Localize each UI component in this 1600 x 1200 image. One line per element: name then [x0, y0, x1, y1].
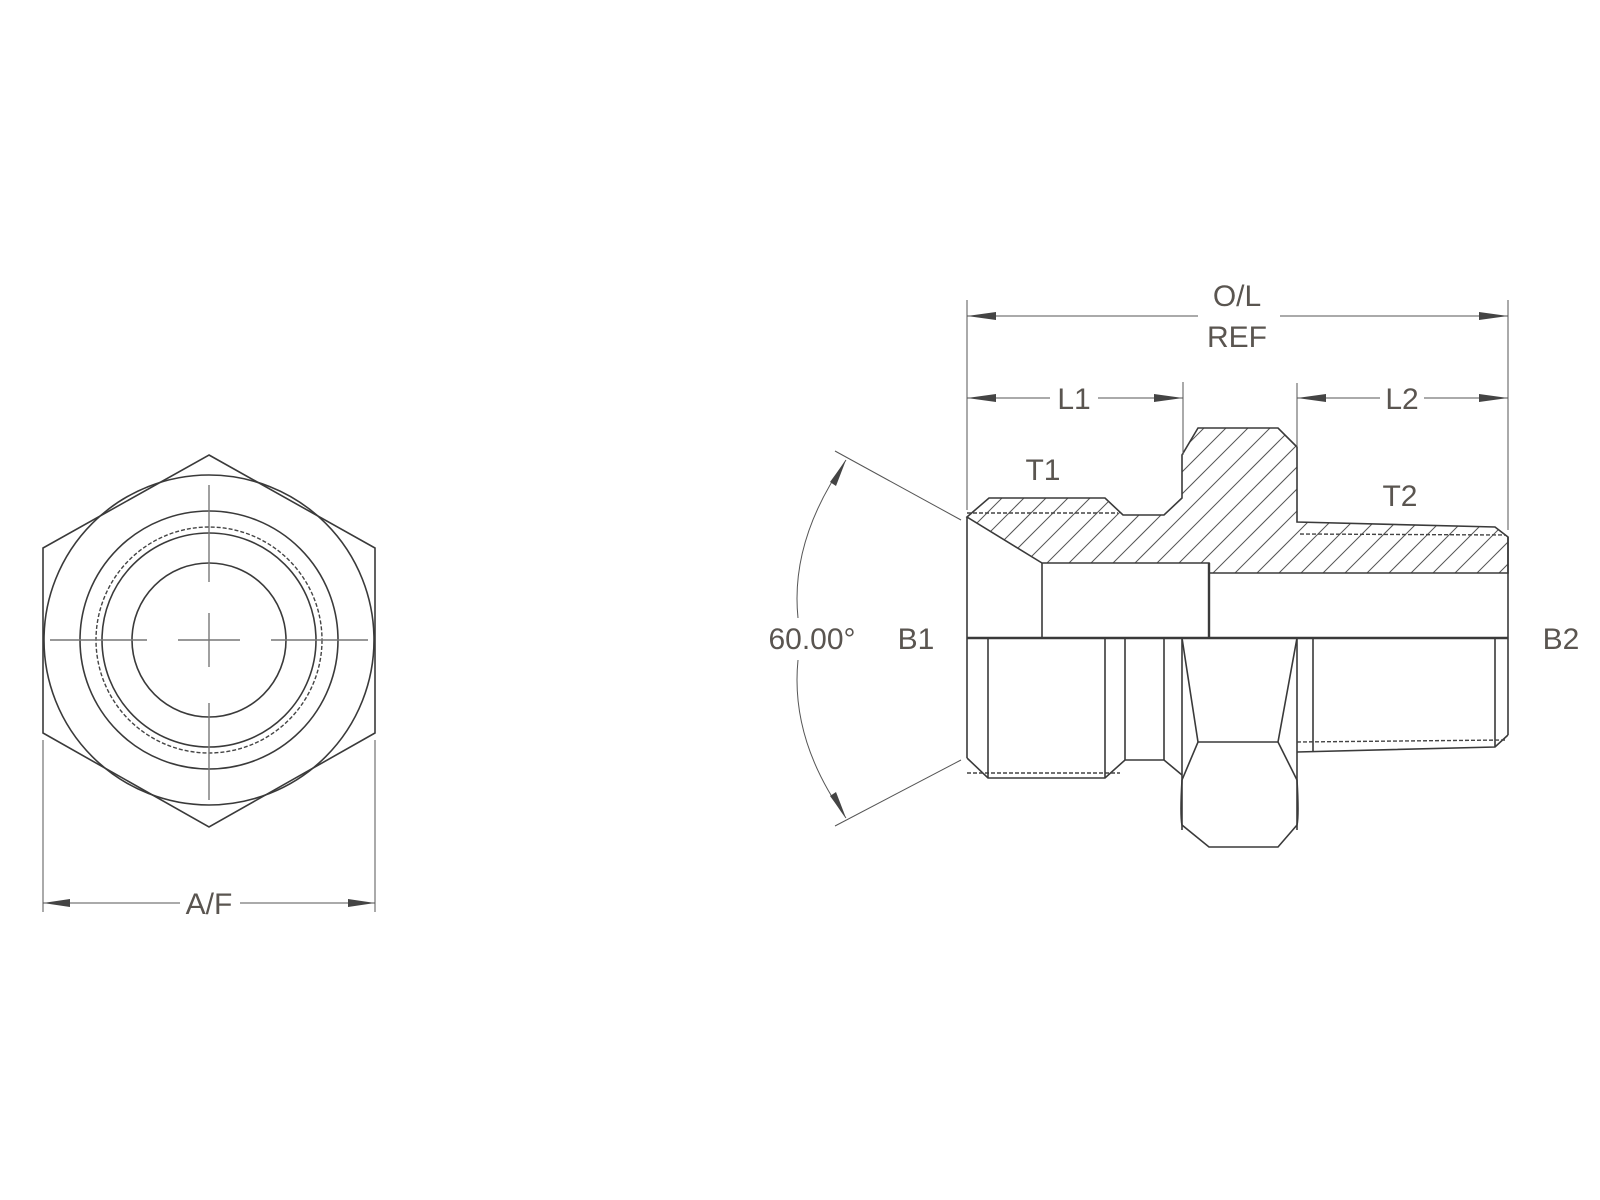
hatch-line — [1582, 400, 1600, 600]
hatch-line — [987, 428, 1189, 573]
hatch-line — [967, 428, 1123, 573]
hatch-line — [967, 428, 1167, 573]
hatch-line — [1493, 428, 1508, 573]
section-hatching — [967, 400, 1600, 600]
l1-dimension: L1 — [967, 382, 1184, 455]
hatch-line — [967, 428, 1101, 573]
hatch-line — [1097, 428, 1299, 573]
ol-dimension: O/L REF — [966, 280, 1509, 530]
l1-label: L1 — [1057, 383, 1090, 416]
b1-label: B1 — [898, 623, 935, 656]
hatch-line — [1251, 428, 1453, 573]
hatch-line — [1471, 428, 1508, 573]
hatch-line — [1163, 428, 1365, 573]
hex-outline — [42, 454, 376, 828]
hatch-line — [967, 428, 1145, 573]
hatch-line — [1053, 428, 1255, 573]
centerlines — [50, 485, 368, 800]
hatch-line — [1538, 400, 1600, 600]
af-dimension: A/F — [42, 740, 376, 921]
l2-label: L2 — [1385, 383, 1418, 416]
hex-chamfer-circle — [43, 474, 375, 806]
side-view-exterior — [966, 637, 1509, 848]
hatch-line — [1207, 428, 1409, 573]
hatch-line — [1405, 428, 1508, 573]
hatch-line — [1449, 428, 1508, 573]
hatch-line — [1141, 428, 1343, 573]
l2-dimension: L2 — [1296, 383, 1508, 447]
hatch-line — [1317, 428, 1508, 573]
hatch-line — [1339, 428, 1508, 573]
hatch-line — [1273, 428, 1475, 573]
ref-label: REF — [1207, 321, 1267, 354]
hatch-line — [1516, 400, 1600, 600]
hatch-line — [1427, 428, 1508, 573]
t2-label: T2 — [1382, 480, 1417, 513]
hatch-line — [1031, 428, 1233, 573]
t1-label: T1 — [1025, 454, 1060, 487]
b2-label: B2 — [1543, 623, 1580, 656]
af-label: A/F — [186, 888, 233, 921]
section-outline — [965, 427, 1509, 574]
angle-dimension: 60.00° — [768, 450, 962, 827]
front-view-hex: A/F — [42, 454, 376, 921]
hatch-line — [1119, 428, 1321, 573]
ol-label: O/L — [1213, 280, 1261, 313]
angle-label: 60.00° — [768, 623, 855, 656]
hatch-line — [1185, 428, 1387, 573]
hatch-line — [1560, 400, 1600, 600]
